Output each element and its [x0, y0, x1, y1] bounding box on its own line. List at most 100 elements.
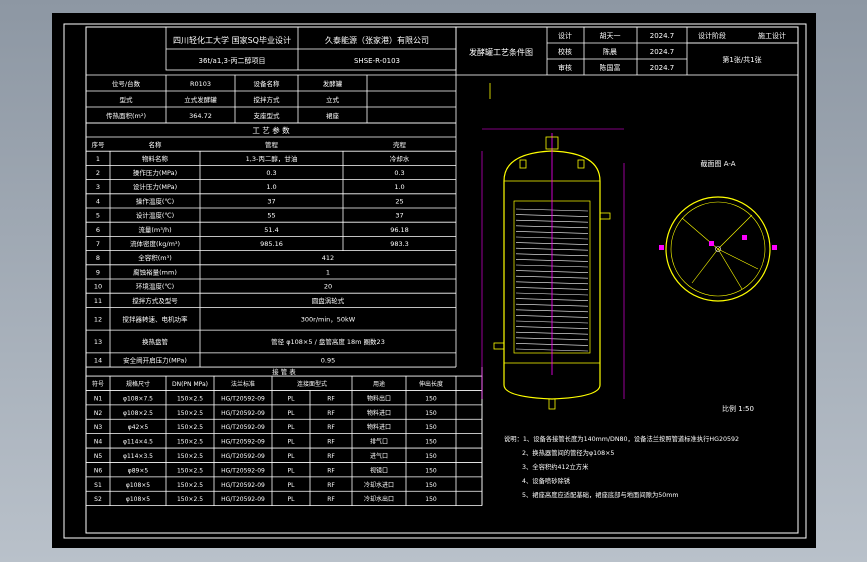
- nozzle-cell: PL: [288, 424, 296, 431]
- process-params-table: [85, 122, 457, 368]
- nozzle-cell: 物料进口: [367, 423, 391, 431]
- nozzle-cell: S2: [94, 496, 102, 503]
- nozzle-cell: φ108×5: [126, 482, 150, 489]
- nozzle-cell: 150×2.5: [177, 453, 203, 460]
- equipment-cell: 搅拌方式: [254, 95, 281, 104]
- nozzle-n5: [577, 159, 585, 169]
- note-line: 说明：1、设备各接管长度为140mm/DN80，设备法兰按照管道标准执行HG20…: [504, 434, 739, 443]
- name-review: 陈国富: [600, 63, 621, 72]
- params-row-tube: 1,3-丙二醇，甘油: [246, 154, 298, 163]
- nozzle-cell: PL: [288, 467, 296, 474]
- nozzle-cell: N2: [94, 410, 102, 417]
- sheet-number: 第1张/共1张: [722, 55, 761, 64]
- nozzle-heading: 接 管 表: [272, 367, 296, 376]
- nozzle-cell: 150: [425, 496, 437, 503]
- scale-label: 比例 1:50: [722, 404, 754, 413]
- nozzle-cell: PL: [288, 482, 296, 489]
- params-row-number: 11: [94, 297, 102, 305]
- params-row-name: 环境温度(℃): [136, 282, 174, 291]
- params-row-tube: 37: [267, 197, 275, 205]
- nozzle-cell: HG/T20592-09: [221, 395, 265, 402]
- date-review: 2024.7: [650, 64, 675, 72]
- params-row-number: 1: [96, 155, 100, 163]
- params-row-number: 12: [94, 315, 102, 323]
- params-row-number: 9: [96, 268, 100, 276]
- nozzle-cell: S1: [94, 482, 102, 489]
- project-subtitle: 36t/a1,3-丙二醇项目: [199, 56, 266, 65]
- project-code: SHSE-R-0103: [354, 57, 400, 65]
- equipment-cell: 支座型式: [254, 111, 281, 120]
- nozzle-cell: RF: [327, 496, 335, 503]
- nozzle-cell: PL: [288, 395, 296, 402]
- params-row-value: 0.95: [321, 356, 335, 364]
- params-row-name: 物料名称: [142, 154, 169, 163]
- params-row-tube: 985.16: [260, 240, 283, 248]
- nozzle-cell: RF: [327, 439, 335, 446]
- nozzle-cell: 排气口: [370, 438, 388, 446]
- equipment-cell: 设备名称: [254, 79, 281, 88]
- stage-value: 施工设计: [758, 31, 786, 40]
- params-row-name: 流量(m³/h): [138, 225, 171, 234]
- params-row-value: 管径 φ108×5 / 盘管高度 18m 圈数23: [271, 337, 385, 346]
- params-row-name: 设计压力(MPa): [133, 182, 177, 191]
- nozzle-cell: 150×2.5: [177, 496, 203, 503]
- params-row-value: 300r/min，50kW: [301, 315, 356, 323]
- nozzle-cell: 冷却水进口: [364, 481, 394, 489]
- equipment-cell: 型式: [120, 95, 134, 104]
- nozzle-cell: 150×2.5: [177, 424, 203, 431]
- nozzle-cell: RF: [327, 410, 335, 417]
- nozzle-cell: HG/T20592-09: [221, 439, 265, 446]
- params-row-name: 设计温度(℃): [136, 211, 174, 220]
- nozzle-s1: [493, 342, 505, 350]
- params-row-value: 412: [322, 254, 334, 262]
- name-design: 胡天一: [600, 31, 621, 40]
- nozzle-cell: 150: [425, 410, 437, 417]
- section-center: [715, 246, 721, 252]
- nozzle-cell: N5: [94, 453, 102, 460]
- date-design: 2024.7: [650, 32, 675, 40]
- nozzle-cell: φ89×5: [128, 467, 149, 474]
- nozzle-s2: [599, 212, 611, 220]
- params-row-name: 腐蚀裕量(mm): [133, 267, 177, 276]
- params-row-number: 5: [96, 212, 100, 220]
- nozzle-cell: 150: [425, 453, 437, 460]
- params-row-shell: 25: [395, 197, 403, 205]
- nozzle-cell: N4: [94, 439, 102, 446]
- title-block: [455, 26, 799, 76]
- nozzle-cell: RF: [327, 467, 335, 474]
- nozzle-cell: HG/T20592-09: [221, 467, 265, 474]
- section-view: 截面图 A-A: [659, 159, 777, 302]
- nozzle-cell: N6: [94, 467, 102, 474]
- equipment-cell: 364.72: [189, 112, 212, 120]
- nozzle-cell: 150×2.5: [177, 410, 203, 417]
- nozzle-table: [85, 367, 483, 507]
- params-row-number: 14: [94, 356, 102, 364]
- notes-block: 说明：1、设备各接管长度为140mm/DN80，设备法兰按照管道标准执行HG20…: [504, 434, 739, 499]
- nozzle-cell: HG/T20592-09: [221, 453, 265, 460]
- section-markers: [659, 235, 777, 250]
- date-check: 2024.7: [650, 48, 675, 56]
- nozzle-cell: 物料出口: [367, 394, 391, 402]
- note-line: 2、换热器管间的管径为φ108×5: [522, 448, 614, 457]
- school-name: 四川轻化工大学 国家SQ毕业设计: [173, 35, 291, 45]
- params-row-value: 圆盘涡轮式: [312, 296, 345, 305]
- nozzle-cell: PL: [288, 453, 296, 460]
- params-row-shell: 冷却水: [390, 154, 410, 163]
- params-column-header: 管程: [265, 140, 279, 149]
- nozzle-cell: RF: [327, 482, 335, 489]
- equipment-cell: 发酵罐: [323, 79, 343, 88]
- drawing-sheet: 四川轻化工大学 国家SQ毕业设计 36t/a1,3-丙二醇项目 久泰能源（张家港…: [52, 13, 816, 548]
- nozzle-cell: 150: [425, 467, 437, 474]
- role-check: 校核: [558, 47, 572, 56]
- nozzle-cell: HG/T20592-09: [221, 496, 265, 503]
- stage-label: 设计阶段: [698, 31, 726, 40]
- params-row-number: 13: [94, 338, 102, 346]
- params-row-shell: 96.18: [390, 226, 409, 234]
- nozzle-cell: HG/T20592-09: [221, 482, 265, 489]
- nozzle-cell: PL: [288, 496, 296, 503]
- params-row-number: 7: [96, 240, 100, 248]
- nozzle-cell: φ114×4.5: [123, 439, 153, 446]
- params-row-value: 20: [324, 283, 332, 291]
- nozzle-cell: HG/T20592-09: [221, 424, 265, 431]
